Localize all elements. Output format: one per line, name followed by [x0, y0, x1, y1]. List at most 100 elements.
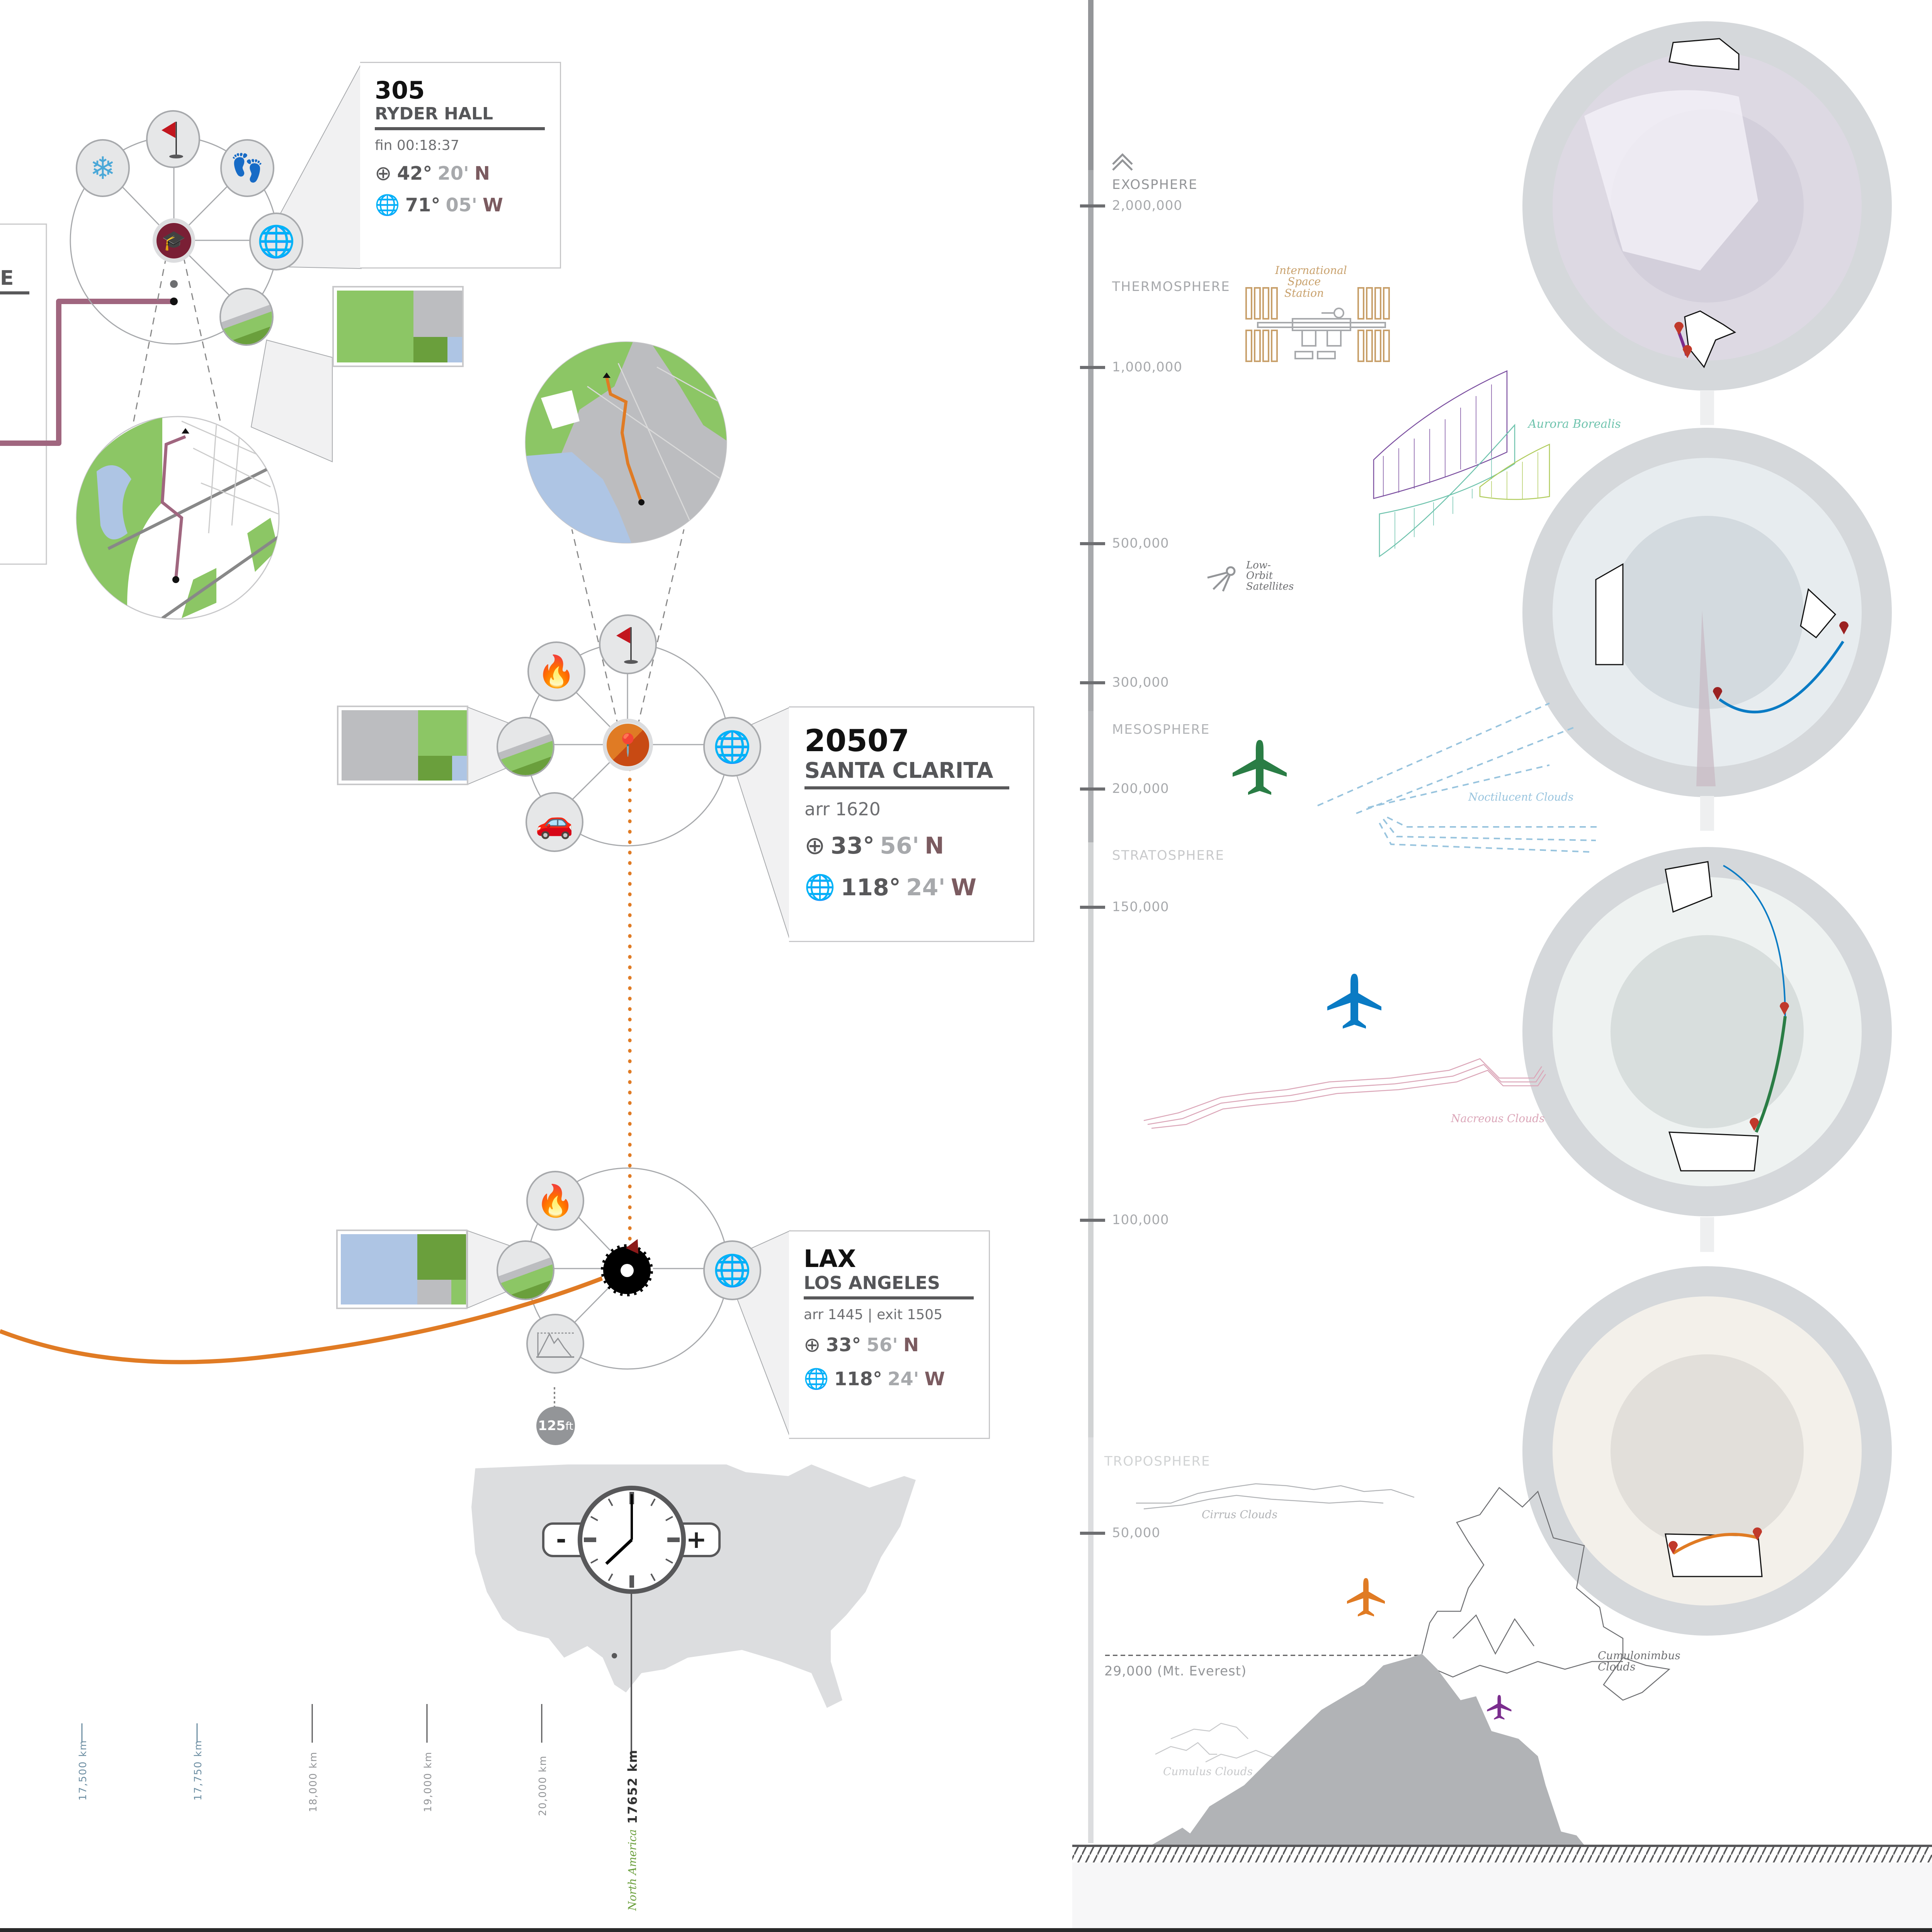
treemap-cell	[413, 337, 447, 362]
globe-3	[1522, 847, 1892, 1216]
node-center-compass-dial[interactable]	[601, 1244, 653, 1296]
satellite-icon	[1207, 566, 1236, 592]
altitude-tick-label: 150,000	[1112, 899, 1169, 915]
node-icon-snowflake[interactable]: ❄	[76, 139, 130, 197]
distance-tick-label: 18,000 km	[308, 1751, 319, 1812]
iss-icon	[1245, 287, 1390, 362]
longitude: 🌐 71° 05' W	[375, 194, 503, 217]
treemap-cell	[413, 291, 462, 337]
flag-icon	[162, 122, 183, 158]
treemap-cell	[447, 337, 462, 362]
cirrus-label: Cirrus Clouds	[1202, 1508, 1278, 1521]
latitude-globe-icon: ⊕	[804, 832, 825, 860]
mini-map-santa-clarita	[525, 341, 727, 544]
distance-tick-label: 17,500 km	[77, 1740, 89, 1801]
landcover-icon	[221, 289, 272, 344]
distance-tick-label: 20,000 km	[537, 1755, 549, 1816]
globe-icon: 🌐	[713, 1253, 752, 1287]
cirrus-clouds	[1136, 1483, 1415, 1510]
fire-icon: 🔥	[536, 1183, 575, 1218]
partial-box-title: E	[0, 267, 14, 290]
altitude-tick-label: 500,000	[1112, 536, 1169, 551]
node-icon-car[interactable]: 🚗	[526, 792, 583, 852]
longitude-globe-icon: 🌐	[375, 194, 400, 217]
clock-face-icon	[584, 1492, 680, 1588]
landcover-icon	[498, 718, 553, 775]
node-icon-flag[interactable]	[146, 110, 200, 168]
globe-1	[1522, 21, 1892, 391]
treemap-cell	[337, 291, 413, 362]
latitude-globe-icon: ⊕	[375, 162, 392, 185]
layer-exosphere: EXOSPHERE	[1112, 177, 1198, 192]
distance-scale-ticks	[81, 1704, 543, 1743]
chevron-up-icon	[1112, 153, 1133, 165]
nacreous-label: Nacreous Clouds	[1451, 1112, 1545, 1125]
treemap-cell	[451, 1280, 466, 1304]
node-icon-fire[interactable]: 🔥	[526, 1171, 584, 1231]
mt-everest	[1151, 1654, 1584, 1845]
longitude-globe-icon: 🌐	[804, 873, 835, 902]
landcover-treemap-ryder-hall	[332, 286, 464, 367]
longitude-globe-icon: 🌐	[804, 1367, 829, 1391]
cumulus-label: Cumulus Clouds	[1163, 1765, 1253, 1778]
altitude-tick-label: 50,000	[1112, 1525, 1160, 1541]
layer-mesosphere: MESOSPHERE	[1112, 722, 1210, 737]
globe-icon: 🌐	[713, 729, 752, 764]
flag-icon	[616, 627, 638, 664]
stop-name: LOS ANGELES	[804, 1274, 974, 1299]
treemap-cell	[417, 1234, 466, 1280]
aurora-label: Aurora Borealis	[1528, 417, 1621, 431]
node-icon-landcover[interactable]	[497, 717, 554, 777]
aurora-borealis	[1373, 370, 1550, 558]
nacreous-clouds	[1143, 1058, 1546, 1129]
graduation-cap-icon: 🎓	[156, 223, 191, 259]
noctilucent-clouds	[1317, 702, 1600, 853]
bottom-border	[0, 1928, 1932, 1932]
clock-dial[interactable]	[578, 1486, 686, 1594]
plane-purple-icon	[1487, 1695, 1512, 1720]
iss-label: International Space Station	[1275, 264, 1347, 299]
current-region: North America	[626, 1829, 639, 1911]
info-box-lax: LAX LOS ANGELES arr 1445 | exit 1505 ⊕ 3…	[789, 1230, 990, 1439]
plane-green-icon	[1233, 740, 1287, 795]
globe-icon: 🌐	[257, 224, 296, 259]
plane-orange-icon	[1347, 1578, 1385, 1617]
layer-thermosphere: THERMOSPHERE	[1112, 279, 1230, 294]
treemap-cell	[418, 756, 452, 781]
node-icon-globe[interactable]: 🌐	[249, 213, 303, 270]
globe-4	[1522, 1266, 1892, 1636]
node-icon-globe[interactable]: 🌐	[703, 717, 761, 777]
node-icon-landcover[interactable]	[219, 288, 274, 346]
treemap-cell	[418, 710, 467, 756]
us-map	[471, 1464, 916, 1708]
altitude-tick-label: 100,000	[1112, 1212, 1169, 1228]
info-box-ryder-hall: 305 RYDER HALL fin 00:18:37 ⊕ 42° 20' N …	[360, 62, 561, 269]
landcover-treemap-lax	[336, 1230, 468, 1309]
node-center-graduation[interactable]: 🎓	[153, 218, 195, 263]
landcover-treemap-santa-clarita	[337, 706, 468, 785]
stop-name: SANTA CLARITA	[804, 760, 1009, 789]
node-icon-globe[interactable]: 🌐	[703, 1240, 761, 1300]
treemap-cell	[452, 756, 467, 781]
longitude: 🌐 118° 24' W	[804, 873, 976, 902]
node-icon-landcover[interactable]	[497, 1240, 554, 1300]
node-icon-footprints[interactable]: 👣	[220, 139, 274, 197]
altitude-tick-label: 2,000,000	[1112, 198, 1183, 213]
car-icon: 🚗	[535, 804, 574, 839]
treemap-cell	[417, 1280, 451, 1304]
footprints-icon: 👣	[230, 153, 264, 183]
node-icon-flag[interactable]	[599, 614, 657, 674]
latitude-globe-icon: ⊕	[804, 1333, 821, 1357]
compass-dial-icon	[620, 1264, 634, 1277]
node-center-map-pin[interactable]: 📍	[603, 719, 653, 771]
info-box-santa-clarita: 20507 SANTA CLARITA arr 1620 ⊕ 33° 56' N…	[789, 706, 1034, 942]
stop-time: arr 1620	[804, 799, 881, 820]
node-icon-elevation[interactable]	[526, 1314, 584, 1374]
latitude: ⊕ 42° 20' N	[375, 162, 490, 185]
latitude: ⊕ 33° 56' N	[804, 832, 944, 860]
altitude-tick-label: 300,000	[1112, 675, 1169, 690]
everest-label: 29,000 (Mt. Everest)	[1104, 1663, 1247, 1679]
node-icon-fire[interactable]: 🔥	[527, 641, 585, 701]
